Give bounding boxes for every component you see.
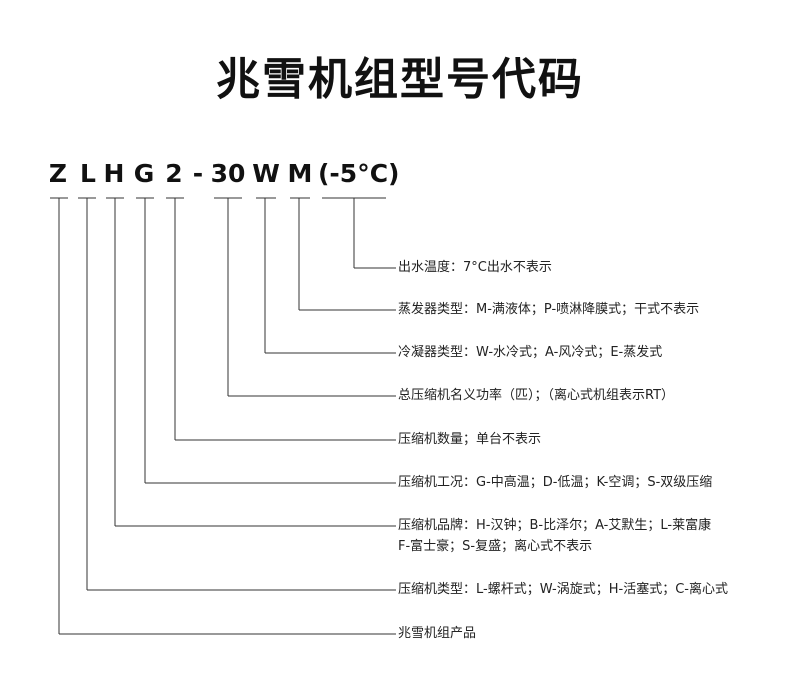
code-char-z: Z: [48, 159, 68, 188]
code-char-dash: -: [192, 159, 204, 188]
desc-compressor-condition: 压缩机工况：G-中高温；D-低温；K-空调；S-双级压缩: [398, 475, 713, 490]
code-char-h: H: [103, 159, 125, 188]
code-char-w: W: [252, 159, 280, 188]
code-char-m: M: [287, 159, 313, 188]
desc-product: 兆雪机组产品: [398, 626, 477, 641]
desc-compressor-type: 压缩机类型：L-螺杆式；W-涡旋式；H-活塞式；C-离心式: [398, 582, 728, 597]
desc-total-power: 总压缩机名义功率（匹）；（离心式机组表示RT）: [398, 388, 675, 403]
desc-outlet-temp: 出水温度：7°C出水不表示: [398, 260, 552, 275]
desc-compressor-brand-line1: 压缩机品牌：H-汉钟；B-比泽尔；A-艾默生；L-莱富康: [398, 518, 712, 533]
desc-compressor-count: 压缩机数量；单台不表示: [398, 432, 542, 447]
desc-evaporator-type: 蒸发器类型：M-满液体；P-喷淋降膜式；干式不表示: [398, 302, 700, 317]
code-char-temp: (-5°C): [318, 159, 400, 188]
code-char-30: 30: [210, 159, 246, 188]
code-char-g: G: [133, 159, 155, 188]
code-char-2: 2: [165, 159, 183, 188]
code-char-l: L: [80, 159, 96, 188]
page-title: 兆雪机组型号代码: [216, 54, 584, 105]
desc-compressor-brand-line2: F-富士豪；S-复盛；离心式不表示: [398, 539, 593, 554]
desc-condenser-type: 冷凝器类型：W-水冷式；A-风冷式；E-蒸发式: [398, 345, 663, 360]
